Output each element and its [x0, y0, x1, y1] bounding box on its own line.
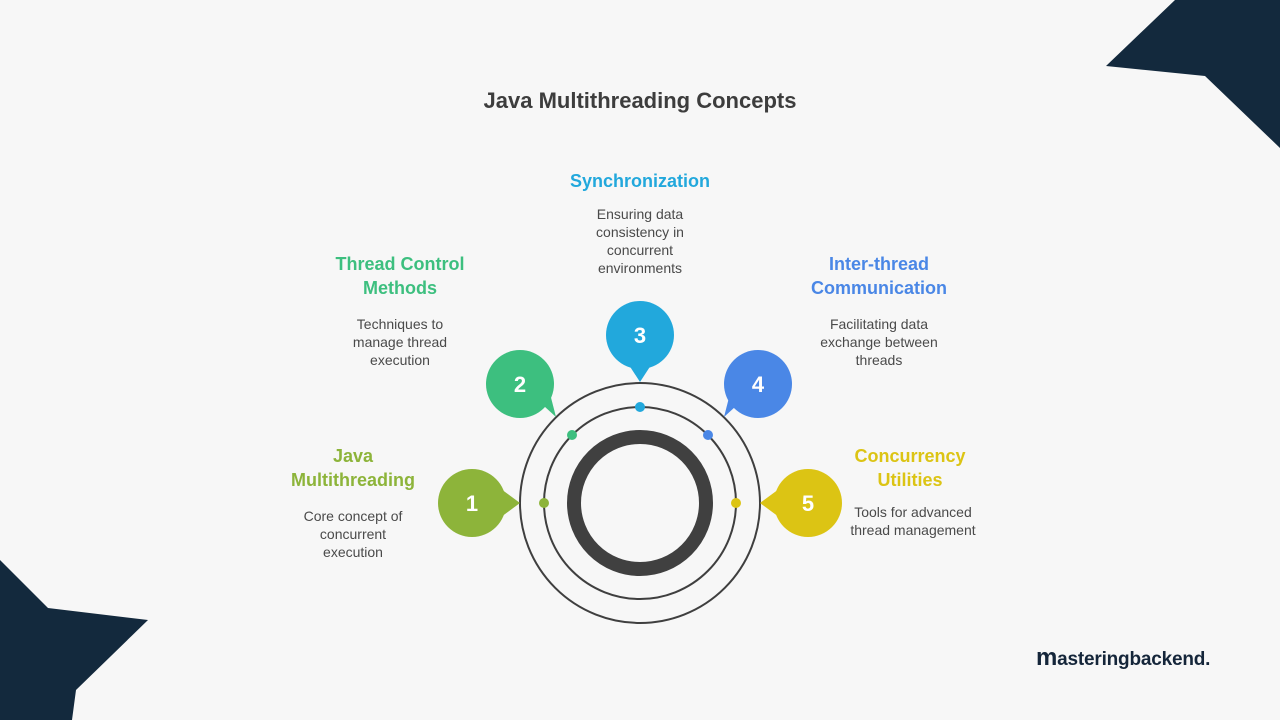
node-2-bubble: 2	[486, 350, 556, 418]
node-4-bubble: 4	[724, 350, 792, 418]
node-3-bubble: 3	[606, 301, 674, 382]
node-5-number: 5	[802, 491, 814, 516]
node-1-bubble: 1	[438, 469, 520, 537]
node-2-dot	[567, 430, 577, 440]
node-3-title: Synchronization	[569, 171, 710, 191]
outer-ring	[519, 382, 761, 624]
node-4-number: 4	[752, 372, 765, 397]
node-3-dot	[635, 402, 645, 412]
node-1-description: Core concept of concurrent execution	[303, 508, 403, 560]
node-4-title: Inter-thread Communication	[810, 254, 947, 298]
brand-text: asteringbackend.	[1057, 649, 1211, 670]
node-2-title: Thread Control Methods	[335, 254, 465, 298]
node-5-bubble: 5	[760, 469, 842, 537]
node-1-dot	[539, 498, 549, 508]
bottom-left-corner-shape	[0, 560, 148, 720]
node-5-description: Tools for advanced thread management	[850, 504, 976, 538]
top-right-corner-shape	[1106, 0, 1280, 148]
page-title: Java Multithreading Concepts	[483, 88, 797, 113]
node-3-number: 3	[634, 323, 646, 348]
node-2-number: 2	[514, 372, 526, 397]
inner-ring	[567, 430, 713, 576]
node-4-dot	[703, 430, 713, 440]
node-5-dot	[731, 498, 741, 508]
node-1-number: 1	[466, 491, 478, 516]
node-3-description: Ensuring data consistency in concurrent …	[596, 206, 684, 276]
brand-mark: m	[1036, 644, 1058, 671]
node-5-title: Concurrency Utilities	[854, 446, 966, 490]
node-2-description: Techniques to manage thread execution	[352, 316, 448, 368]
node-4-description: Facilitating data exchange between threa…	[820, 316, 938, 368]
node-1-title: Java Multithreading	[291, 446, 415, 490]
brand-logo: masteringbackend.	[1036, 644, 1210, 672]
